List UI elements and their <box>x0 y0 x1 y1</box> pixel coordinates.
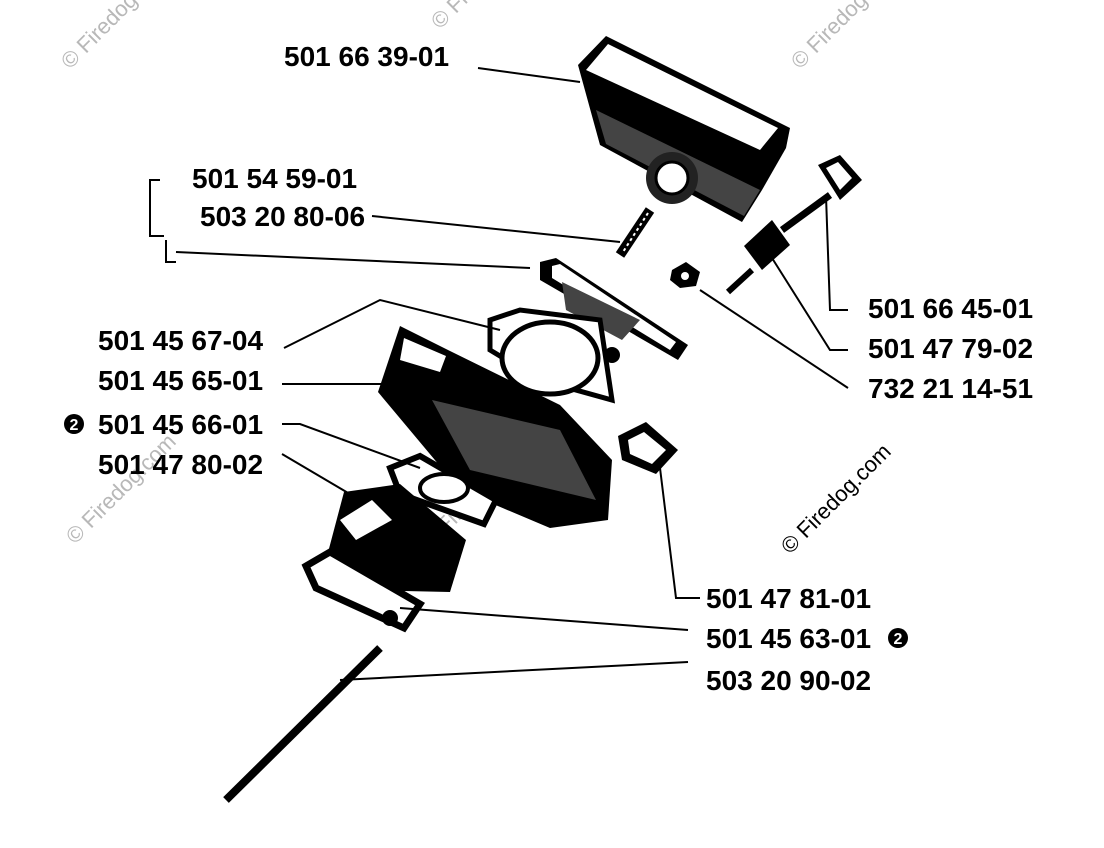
lower-bracket-part <box>301 547 425 633</box>
watermark-text: © Firedog.com <box>776 439 896 559</box>
stud-part <box>615 207 655 258</box>
callout-marker-text: 2 <box>70 417 79 434</box>
long-rod-part <box>223 645 383 803</box>
callout-marker: 2 <box>888 628 908 648</box>
part-number-label: 501 47 81-01 <box>706 583 871 614</box>
part-number-label: 503 20 80-06 <box>200 201 365 232</box>
part-number-label: 501 66 45-01 <box>868 293 1033 324</box>
part-number-label: 501 45 63-01 <box>706 623 871 654</box>
leader-lines <box>149 67 849 681</box>
callout-marker: 2 <box>64 414 84 434</box>
part-number-label: 501 54 59-01 <box>192 163 357 194</box>
watermark-text: © Firedog.com <box>786 0 906 74</box>
piston-part <box>326 484 466 592</box>
part-number-label: 501 66 39-01 <box>284 41 449 72</box>
part-number-label: 501 45 66-01 <box>98 409 263 440</box>
terminal-block-part <box>618 422 678 474</box>
part-labels: 501 66 39-01 501 54 59-01 503 20 80-06 5… <box>64 41 1033 696</box>
spark-plug-cap-part <box>725 155 862 295</box>
watermark-text: © Firedog.com <box>56 0 176 74</box>
part-number-label: 503 20 90-02 <box>706 665 871 696</box>
callout-marker-text: 2 <box>894 631 903 648</box>
cylinder-part <box>378 307 616 528</box>
part-number-label: 501 47 80-02 <box>98 449 263 480</box>
watermark-text: © Firedog.com <box>426 0 546 34</box>
nut-part <box>670 262 700 288</box>
flange-plate-part <box>540 258 688 363</box>
part-number-label: 501 47 79-02 <box>868 333 1033 364</box>
part-number-label: 732 21 14-51 <box>868 373 1033 404</box>
muffler-box-part <box>578 36 790 222</box>
watermark-text: © Firedog.com <box>61 429 181 549</box>
part-number-label: 501 45 65-01 <box>98 365 263 396</box>
part-number-label: 501 45 67-04 <box>98 325 263 356</box>
